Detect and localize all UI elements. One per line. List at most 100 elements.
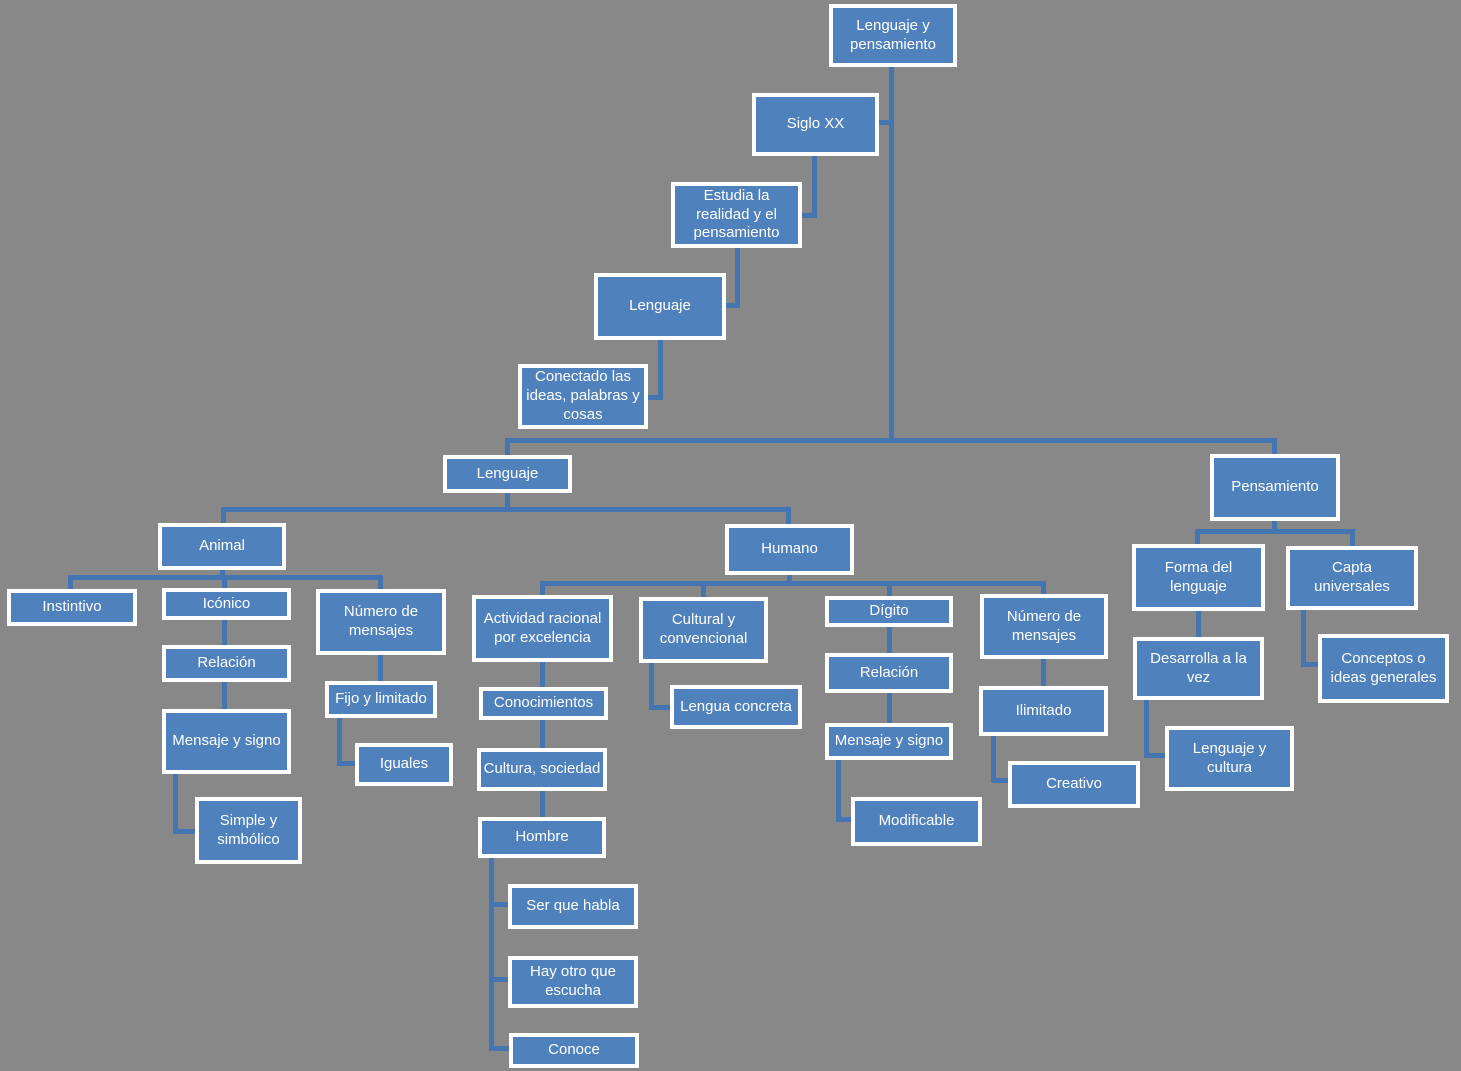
node-conocimientos[interactable]: Conocimientos <box>479 687 608 720</box>
connector-segment <box>1350 529 1355 546</box>
node-label: Lenguaje y cultura <box>1192 739 1267 776</box>
node-estudia-realidad[interactable]: Estudia la realidad y el pensamiento <box>671 182 802 248</box>
connector-segment <box>540 720 545 748</box>
connector-segment <box>1272 438 1277 454</box>
node-label: Relación <box>197 654 256 672</box>
connector-segment <box>649 663 654 710</box>
node-digito[interactable]: Dígito <box>825 596 953 627</box>
node-lenguaje-y-cultura[interactable]: Lenguaje y cultura <box>1165 726 1294 791</box>
node-capta-universales[interactable]: Capta universales <box>1286 546 1418 610</box>
node-iconico[interactable]: Icónico <box>162 588 291 620</box>
node-label: Conocimientos <box>493 694 594 712</box>
node-ser-que-habla[interactable]: Ser que habla <box>508 884 638 929</box>
node-siglo-xx[interactable]: Siglo XX <box>752 93 879 156</box>
node-hay-otro-que-escucha[interactable]: Hay otro que escucha <box>508 956 638 1008</box>
node-relacion-1[interactable]: Relación <box>162 645 291 682</box>
connector-segment <box>540 791 545 817</box>
node-label: Animal <box>199 537 245 555</box>
connector-segment <box>1195 529 1200 545</box>
node-pensamiento[interactable]: Pensamiento <box>1210 454 1340 521</box>
node-fijo-y-limitado[interactable]: Fijo y limitado <box>325 681 437 718</box>
node-simple-y-simbolico[interactable]: Simple y simbólico <box>195 797 302 864</box>
connector-segment <box>658 340 663 400</box>
connector-segment <box>836 760 841 822</box>
connector-segment <box>735 248 740 308</box>
node-conectado-ideas[interactable]: Conectado las ideas, palabras y cosas <box>518 364 648 429</box>
connector-segment <box>173 829 195 834</box>
connector-segment <box>646 395 661 400</box>
connector-segment <box>812 156 817 218</box>
node-forma-del-lenguaje[interactable]: Forma del lenguaje <box>1132 544 1265 611</box>
node-lenguaje-y-pensamiento[interactable]: Lenguaje y pensamiento <box>829 4 957 67</box>
node-lenguaje-2[interactable]: Lenguaje <box>443 455 572 493</box>
connector-segment <box>337 761 355 766</box>
connector-segment <box>1272 521 1277 534</box>
node-animal[interactable]: Animal <box>158 523 286 570</box>
node-label: Hombre <box>515 828 569 846</box>
node-cultural-convencional[interactable]: Cultural y convencional <box>639 597 768 663</box>
node-modificable[interactable]: Modificable <box>851 797 982 846</box>
node-label: Simple y simbólico <box>217 811 280 848</box>
node-humano[interactable]: Humano <box>725 524 854 575</box>
node-label: Lenguaje y pensamiento <box>850 16 936 53</box>
node-label: Ser que habla <box>526 897 620 915</box>
node-ilimitado[interactable]: Ilimitado <box>979 686 1108 736</box>
connector-segment <box>1041 581 1046 594</box>
node-label: Creativo <box>1046 775 1102 793</box>
connector-segment <box>221 507 791 512</box>
connector-segment <box>505 438 1277 443</box>
connector-segment <box>489 1046 509 1051</box>
node-desarrolla-a-la-vez[interactable]: Desarrolla a la vez <box>1133 637 1264 700</box>
node-numero-mensajes-2[interactable]: Número de mensajes <box>980 594 1108 659</box>
node-creativo[interactable]: Creativo <box>1008 761 1140 808</box>
connector-segment <box>505 493 510 509</box>
connector-segment <box>492 977 508 982</box>
connector-segment <box>991 778 1008 783</box>
connector-segment <box>489 858 494 1051</box>
node-label: Estudia la realidad y el pensamiento <box>693 186 780 242</box>
connector-segment <box>222 682 227 709</box>
node-actividad-racional[interactable]: Actividad racional por excelencia <box>472 595 613 662</box>
node-label: Conceptos o ideas generales <box>1330 649 1437 686</box>
connector-segment <box>222 620 227 645</box>
connector-segment <box>540 662 545 687</box>
node-numero-mensajes-1[interactable]: Número de mensajes <box>316 589 446 655</box>
node-cultura-sociedad[interactable]: Cultura, sociedad <box>477 748 607 791</box>
connector-segment <box>787 575 792 586</box>
connector-segment <box>887 627 892 653</box>
node-label: Lengua concreta <box>680 697 792 715</box>
node-label: Mensaje y signo <box>172 732 281 750</box>
connector-segment <box>991 736 996 783</box>
node-mensaje-y-signo-2[interactable]: Mensaje y signo <box>825 723 953 760</box>
node-instintivo[interactable]: Instintivo <box>7 589 137 626</box>
node-conceptos-ideas[interactable]: Conceptos o ideas generales <box>1318 634 1449 703</box>
node-label: Instintivo <box>42 598 102 616</box>
node-mensaje-y-signo-1[interactable]: Mensaje y signo <box>162 709 291 774</box>
node-label: Mensaje y signo <box>834 732 944 750</box>
connector-segment <box>1144 753 1165 758</box>
node-conoce[interactable]: Conoce <box>509 1033 639 1068</box>
connector-segment <box>505 438 510 455</box>
node-label: Dígito <box>869 602 909 620</box>
connector-segment <box>1144 700 1149 758</box>
connector-segment <box>1301 610 1306 667</box>
node-label: Hay otro que escucha <box>530 963 616 999</box>
node-hombre[interactable]: Hombre <box>478 817 606 858</box>
connector-segment <box>800 213 815 218</box>
node-label: Forma del lenguaje <box>1164 558 1233 595</box>
connector-segment <box>877 120 894 125</box>
node-iguales[interactable]: Iguales <box>355 743 453 786</box>
node-label: Conoce <box>548 1041 600 1059</box>
node-relacion-2[interactable]: Relación <box>825 653 953 693</box>
node-label: Actividad racional por excelencia <box>483 609 602 646</box>
connector-segment <box>221 507 226 523</box>
node-lenguaje-1[interactable]: Lenguaje <box>594 273 726 340</box>
connector-segment <box>173 774 178 834</box>
node-label: Desarrolla a la vez <box>1150 649 1247 686</box>
node-label: Ilimitado <box>1015 701 1072 719</box>
connector-segment <box>724 303 738 308</box>
node-lengua-concreta[interactable]: Lengua concreta <box>670 685 802 729</box>
node-label: Pensamiento <box>1231 478 1319 496</box>
connector-segment <box>1196 611 1201 637</box>
